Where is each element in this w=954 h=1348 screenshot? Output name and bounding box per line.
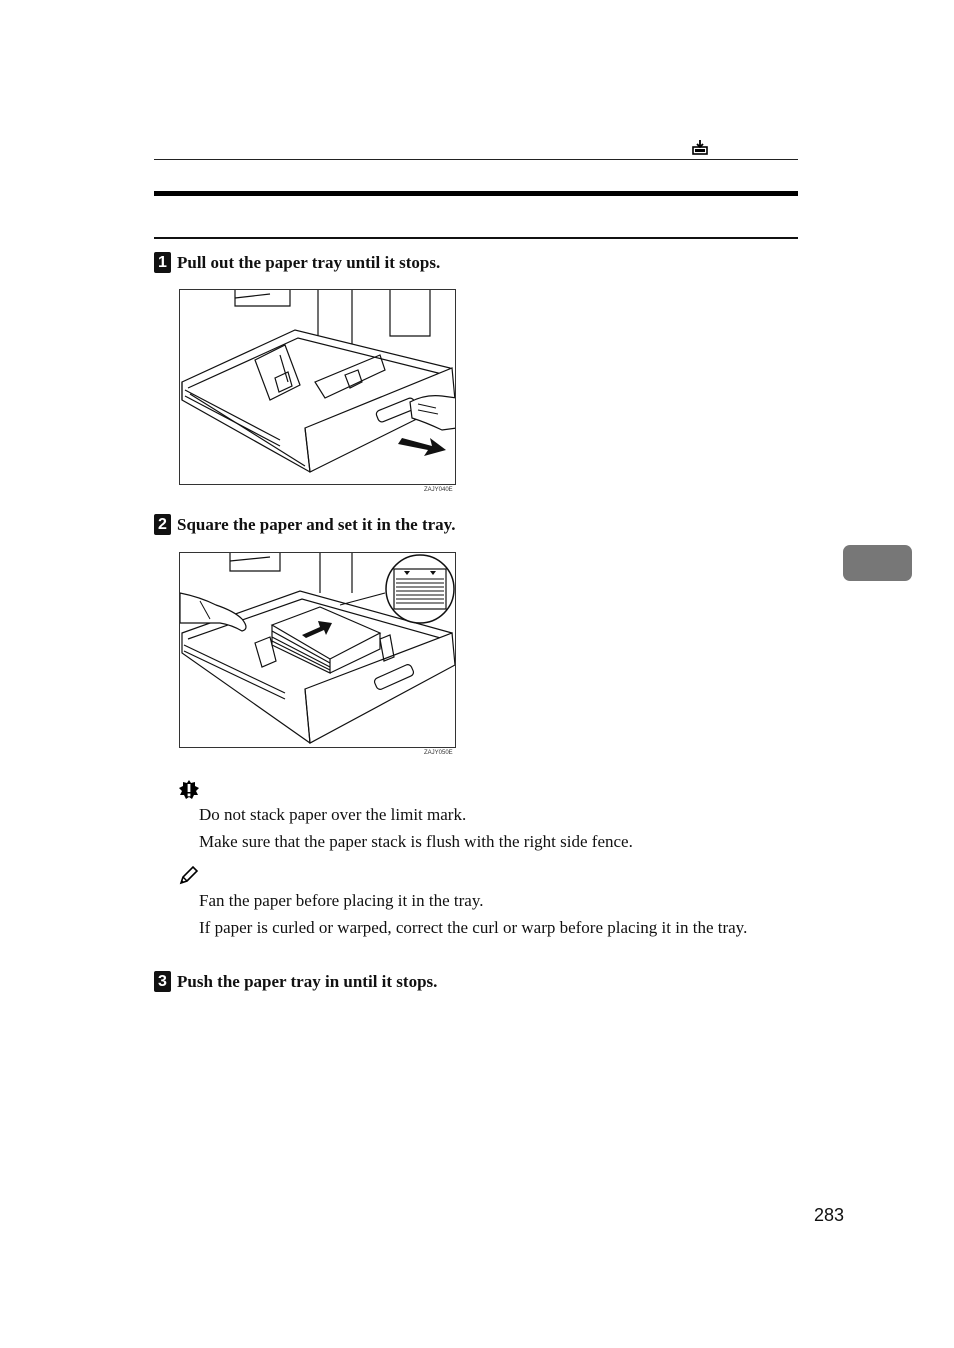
figure-pull-out-tray	[179, 289, 456, 485]
figure-code: ZAJY040E	[424, 487, 453, 493]
important-item: Do not stack paper over the limit mark.	[199, 805, 467, 824]
page-number: 283	[813, 1205, 844, 1225]
section-rule-thick	[154, 191, 798, 196]
important-icon	[178, 779, 200, 801]
step-2: 2 Square the paper and set it in the tra…	[154, 514, 455, 535]
step-1: 1 Pull out the paper tray until it stops…	[154, 252, 440, 273]
step-text: Push the paper tray in until it stops.	[177, 971, 438, 991]
figure-code: ZAJY050E	[424, 750, 453, 756]
step-number-badge: 2	[154, 514, 171, 535]
section-rule	[154, 237, 798, 239]
step-text: Square the paper and set it in the tray.	[177, 514, 456, 534]
step-text: Pull out the paper tray until it stops.	[177, 252, 441, 272]
note-pencil-icon	[178, 865, 200, 887]
important-item: Make sure that the paper stack is flush …	[199, 832, 633, 851]
step-number-badge: 3	[154, 971, 171, 992]
note-item: Fan the paper before placing it in the t…	[199, 891, 484, 910]
note-item: If paper is curled or warped, correct th…	[199, 918, 748, 937]
step-3: 3 Push the paper tray in until it stops.	[154, 971, 437, 992]
step-number-badge: 1	[154, 252, 171, 273]
chapter-tab	[843, 545, 912, 581]
paper-tray-icon	[692, 139, 708, 155]
header-rule	[154, 159, 798, 160]
figure-set-paper	[179, 552, 456, 748]
